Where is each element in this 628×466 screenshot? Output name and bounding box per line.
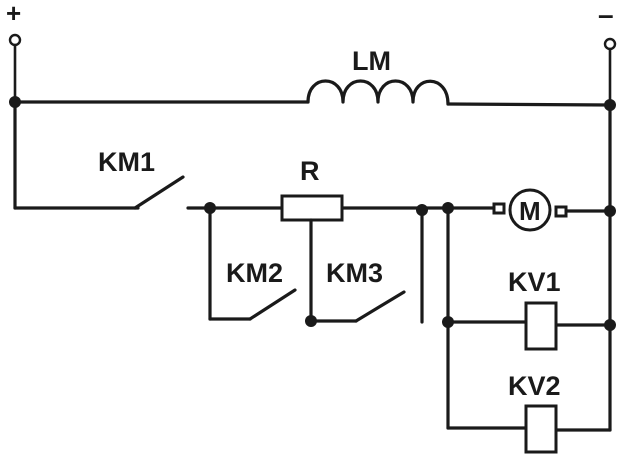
kv1-coil xyxy=(524,301,558,351)
kv2-label: KV2 xyxy=(508,371,561,401)
left-branch-wire xyxy=(13,100,140,210)
km1-contact xyxy=(133,175,185,210)
resistor-r xyxy=(280,194,344,222)
motor-label: M xyxy=(519,196,541,226)
motor-m xyxy=(492,188,568,232)
kv1-label: KV1 xyxy=(508,267,561,297)
junction-dots xyxy=(9,96,616,331)
km2-branch-wire xyxy=(208,206,252,321)
km2-label: KM2 xyxy=(226,258,283,288)
top-bus-wire xyxy=(13,100,612,107)
km3-label: KM3 xyxy=(326,258,383,288)
plus-sign-label: + xyxy=(6,0,21,28)
km1-label: KM1 xyxy=(98,147,155,177)
kv2-coil xyxy=(524,404,558,454)
km3-contact xyxy=(354,290,406,323)
km2-contact xyxy=(248,288,297,321)
kv-branch-wire xyxy=(446,206,612,432)
r-label: R xyxy=(300,156,320,186)
lm-inductor-coil xyxy=(306,79,450,106)
lm-label: LM xyxy=(352,46,391,76)
positive-terminal xyxy=(8,33,22,104)
minus-sign-label: – xyxy=(598,0,614,30)
negative-terminal xyxy=(603,37,617,107)
